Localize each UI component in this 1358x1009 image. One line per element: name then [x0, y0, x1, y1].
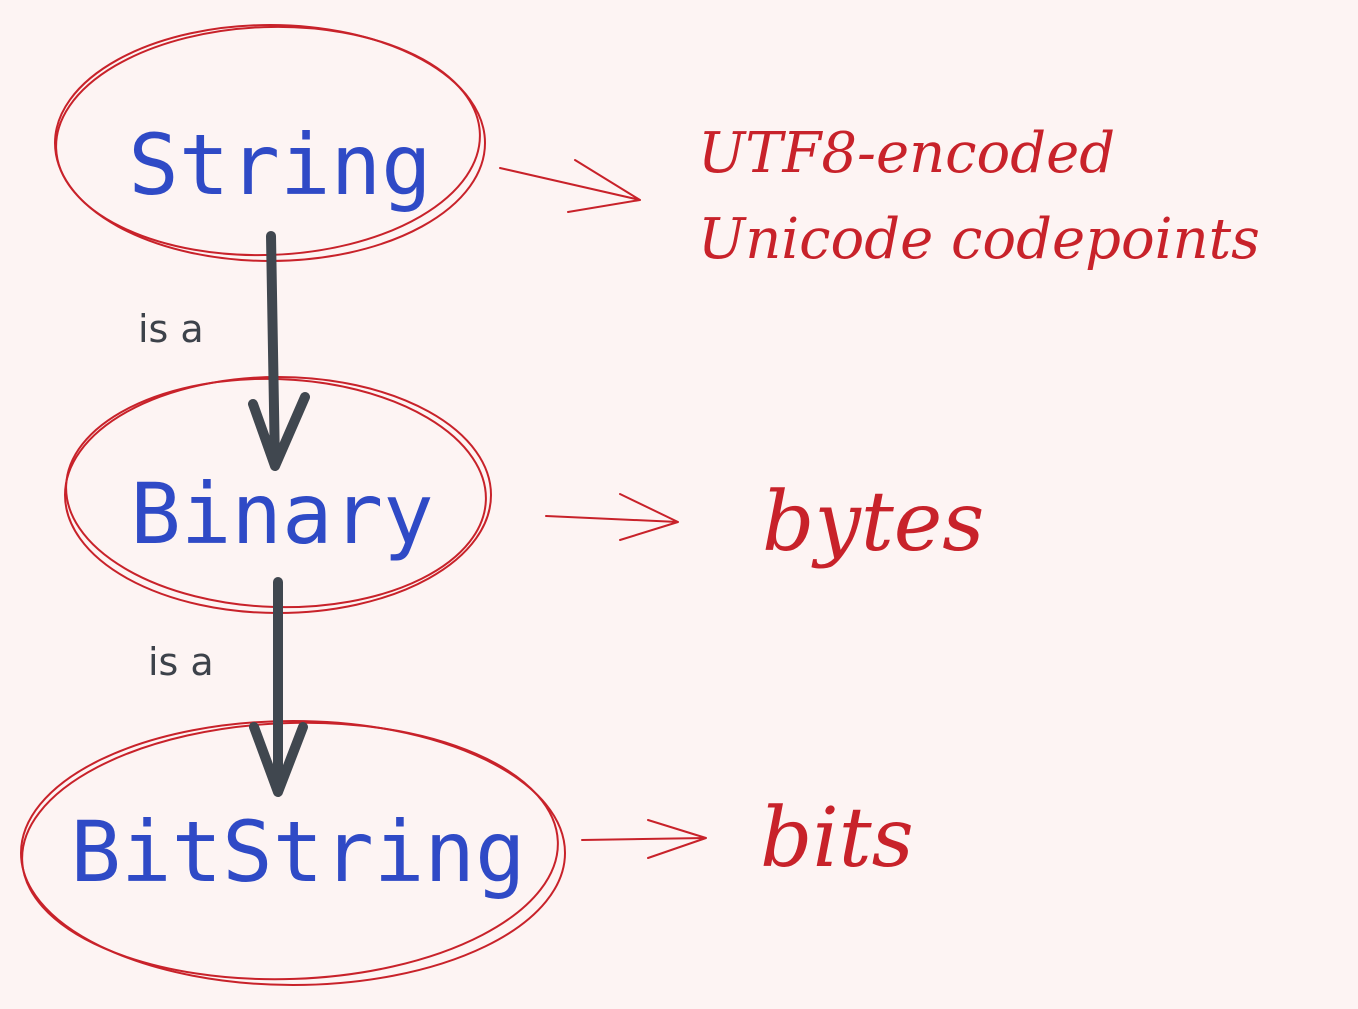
edge-string-binary-arrow: [248, 231, 310, 471]
annotation-arrow-bitstring: [581, 819, 707, 859]
edge-string-binary-label: is a: [138, 307, 204, 351]
edge-binary-bitstring-label: is a: [148, 640, 214, 684]
node-binary-label: Binary: [130, 465, 433, 563]
node-string: String: [54, 24, 486, 262]
annotation-string-line-1: UTF8-encoded: [698, 121, 1115, 186]
annotation-string-line-2: Unicode codepoints: [698, 207, 1260, 272]
node-bitstring-circle-outline: [21, 721, 559, 981]
node-binary: Binary: [64, 376, 492, 614]
node-bitstring-circle: [20, 720, 566, 986]
edge-binary-bitstring-arrow: [249, 577, 308, 797]
node-bitstring: BitString: [20, 720, 566, 986]
edge-binary-bitstring: is a: [148, 577, 308, 797]
annotation-bitstring-text: bits: [760, 791, 914, 886]
annotation-arrow-binary: [545, 493, 679, 541]
node-bitstring-label: BitString: [70, 803, 525, 901]
node-binary-circle-outline: [65, 377, 487, 609]
node-string-label: String: [128, 116, 431, 214]
edge-string-binary: is a: [138, 231, 310, 471]
annotation-arrow-string: [499, 159, 641, 213]
annotation-binary-text: bytes: [762, 475, 984, 570]
